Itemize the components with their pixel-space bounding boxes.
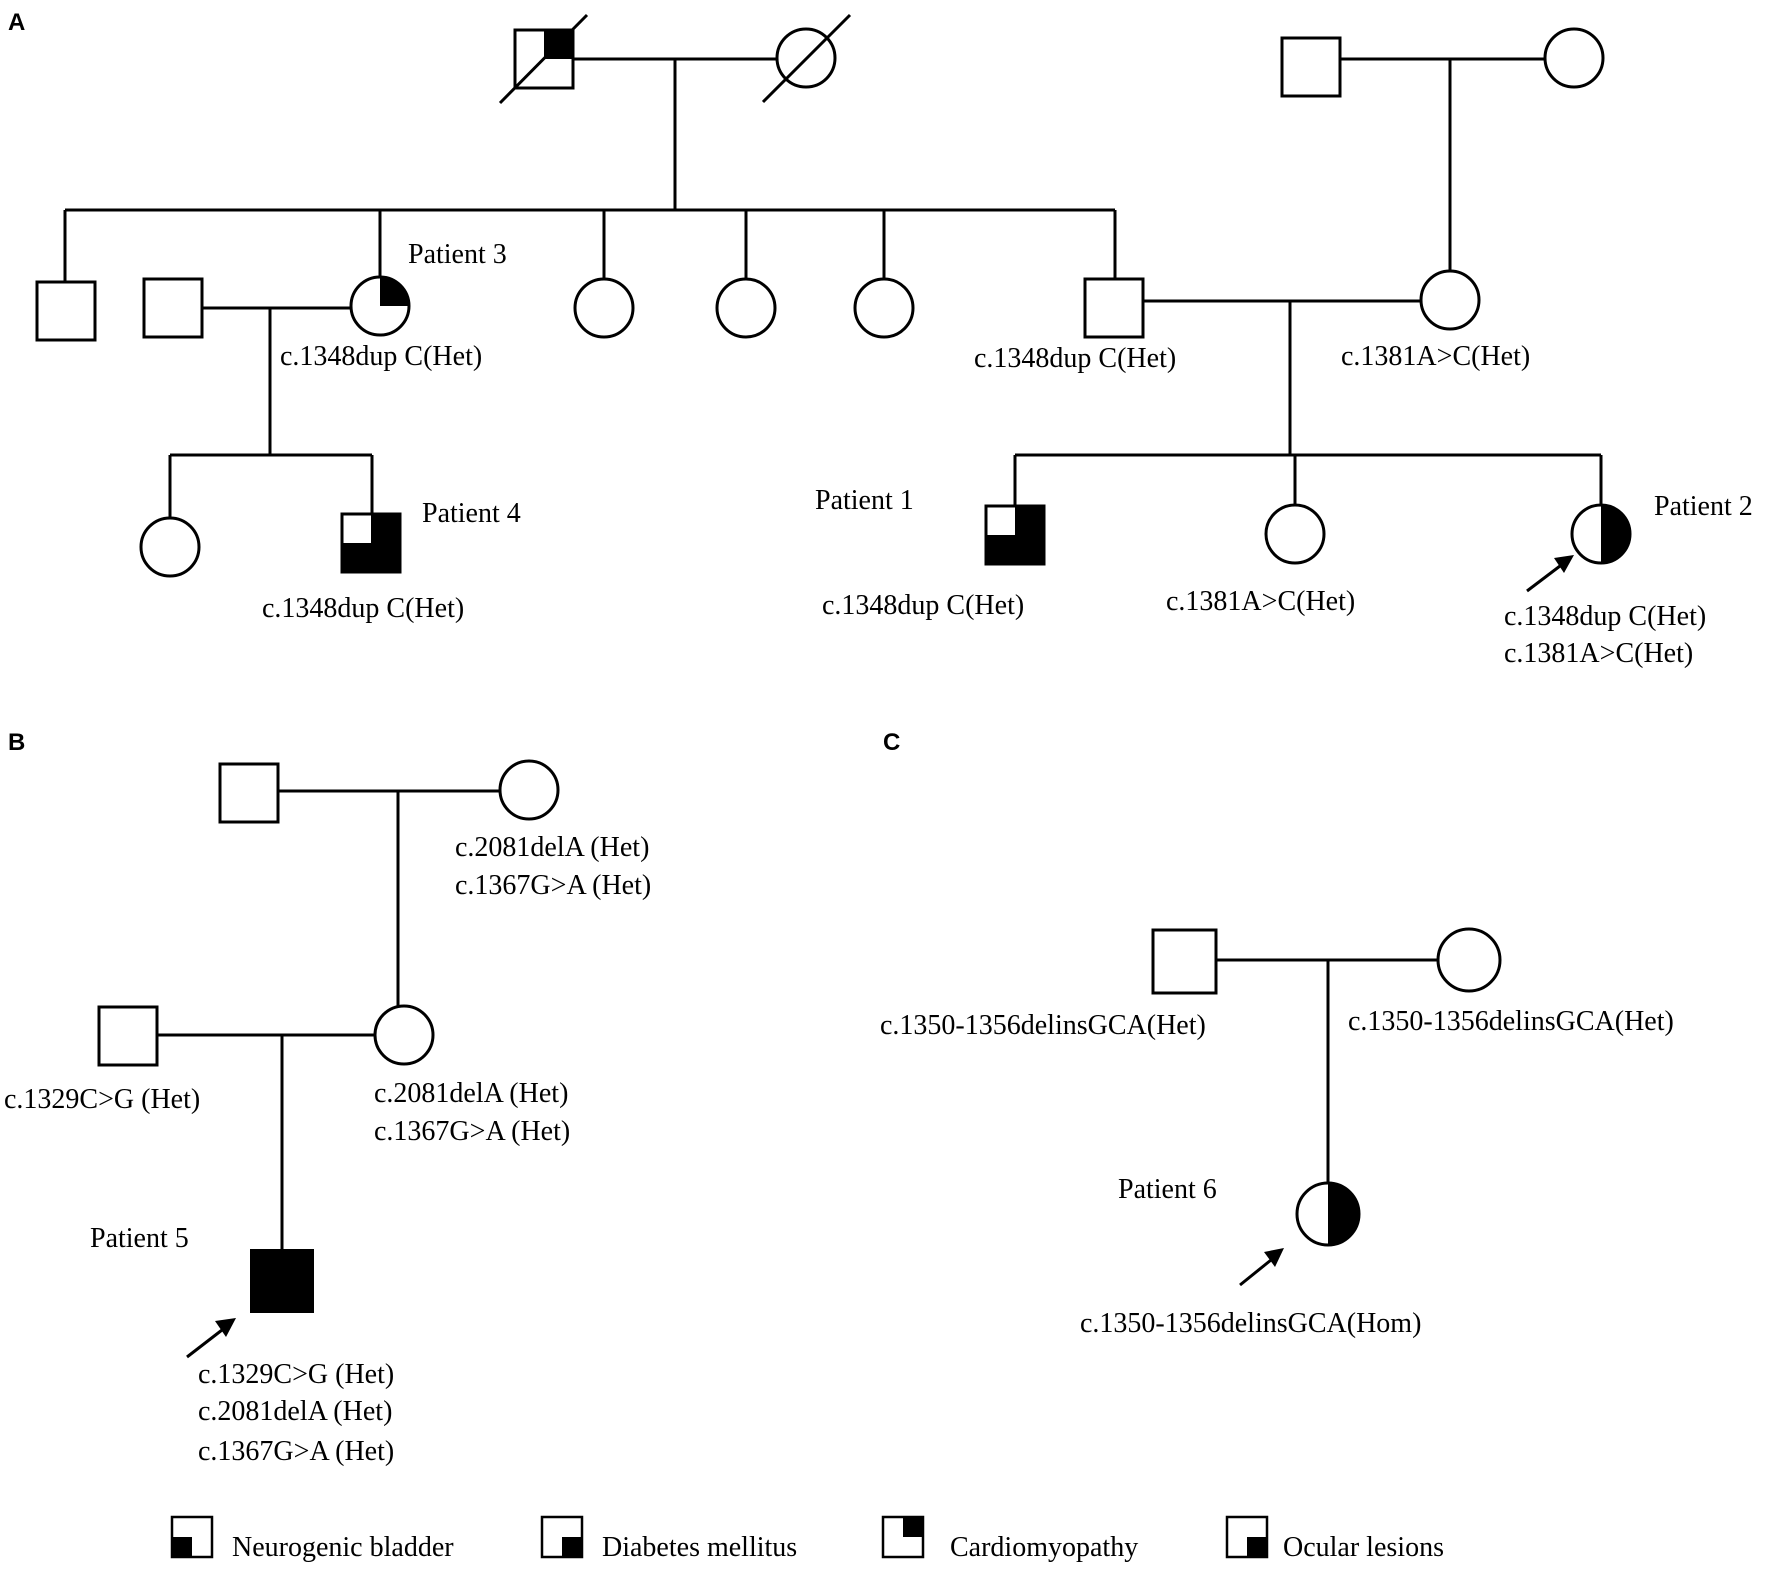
- a-patient2-symbol: [1570, 503, 1632, 565]
- b-grandmother: [498, 759, 560, 821]
- b-patient5-symbol: [250, 1249, 314, 1313]
- b-grandfather: [218, 762, 280, 824]
- a-patient4-label: Patient 4: [422, 498, 521, 529]
- a-patient2-variant-1: c.1348dup C(Het): [1504, 601, 1706, 632]
- legend-neurogenic-bladder: Neurogenic bladder: [170, 1515, 454, 1563]
- b-grandmother-variant-2: c.1367G>A (Het): [455, 870, 651, 901]
- c-father: [1151, 928, 1218, 995]
- b-mother: [373, 1004, 435, 1066]
- a-patient1-variant: c.1348dup C(Het): [822, 590, 1024, 621]
- c-patient6-label: Patient 6: [1118, 1174, 1217, 1205]
- panel-c-label: C: [883, 729, 900, 756]
- panel-b-label: B: [8, 729, 25, 756]
- legend-neurogenic-bladder-label: Neurogenic bladder: [232, 1532, 454, 1563]
- legend-cardiomyopathy: Cardiomyopathy: [881, 1515, 1138, 1563]
- b-patient5-label: Patient 5: [90, 1223, 189, 1254]
- a-patient3-label: Patient 3: [408, 239, 507, 270]
- legend-diabetes-mellitus: Diabetes mellitus: [540, 1515, 797, 1563]
- c-father-variant: c.1350-1356delinsGCA(Het): [880, 1010, 1206, 1041]
- legend-diabetes-mellitus-label: Diabetes mellitus: [602, 1532, 797, 1563]
- b-father: [97, 1005, 159, 1067]
- b-patient5-variant-2: c.2081delA (Het): [198, 1396, 392, 1427]
- c-mother: [1436, 927, 1502, 993]
- a-patient4-symbol: [340, 512, 402, 574]
- a-patient2-label: Patient 2: [1654, 491, 1753, 522]
- a-gen3-sister: [1264, 503, 1326, 565]
- b-patient5-variant-1: c.1329C>G (Het): [198, 1359, 394, 1390]
- b-proband-arrow: [186, 1318, 236, 1359]
- a-gen2-daughter-3: [573, 277, 635, 339]
- a-father-variant: c.1348dup C(Het): [974, 343, 1176, 374]
- a-patient3-variant: c.1348dup C(Het): [280, 341, 482, 372]
- a-gen2-daughter-4: [715, 277, 777, 339]
- legend: Neurogenic bladder Diabetes mellitus Car…: [170, 1515, 1444, 1563]
- panel-a: A: [8, 9, 1753, 669]
- legend-ocular-lesions: Ocular lesions: [1225, 1515, 1444, 1563]
- b-father-variant: c.1329C>G (Het): [4, 1084, 200, 1115]
- a-proband-arrow: [1526, 555, 1574, 593]
- a-mother-variant: c.1381A>C(Het): [1341, 341, 1530, 372]
- legend-cardiomyopathy-label: Cardiomyopathy: [950, 1532, 1138, 1563]
- b-grandmother-variant-1: c.2081delA (Het): [455, 832, 649, 863]
- a-patient1-label: Patient 1: [815, 485, 914, 516]
- b-mother-variant-1: c.2081delA (Het): [374, 1078, 568, 1109]
- panel-b: B c.2081delA (Het) c.1367G>A (Het) c.132…: [4, 729, 651, 1467]
- a-gen1-grandfather: [498, 13, 589, 105]
- a-patient4-variant: c.1348dup C(Het): [262, 593, 464, 624]
- a-patient3-symbol: [349, 275, 411, 337]
- a-gen2-father: [1083, 277, 1145, 339]
- a-patient1-symbol: [984, 504, 1046, 566]
- a-gen2-spouse-husband: [142, 277, 204, 339]
- c-patient6-variant: c.1350-1356delinsGCA(Hom): [1080, 1308, 1421, 1339]
- c-patient6-symbol: [1295, 1181, 1361, 1247]
- panel-c: C c.1350-1356delinsGCA(Het) c.1350-1356d…: [880, 729, 1674, 1339]
- a-gen2-daughter-5: [853, 277, 915, 339]
- c-mother-variant: c.1350-1356delinsGCA(Het): [1348, 1006, 1674, 1037]
- a-gen2-mother: [1419, 269, 1481, 331]
- a-gen3-daughter: [139, 516, 201, 578]
- a-gen2-son-1: [35, 280, 97, 342]
- c-proband-arrow: [1239, 1248, 1284, 1287]
- a-sister-variant: c.1381A>C(Het): [1166, 586, 1355, 617]
- panel-a-label: A: [8, 9, 25, 36]
- legend-ocular-lesions-label: Ocular lesions: [1283, 1532, 1444, 1563]
- a-gen1-right-grandmother: [1543, 27, 1605, 89]
- a-gen1-right-grandfather: [1280, 36, 1342, 98]
- a-patient2-variant-2: c.1381A>C(Het): [1504, 638, 1693, 669]
- b-patient5-variant-3: c.1367G>A (Het): [198, 1436, 394, 1467]
- b-mother-variant-2: c.1367G>A (Het): [374, 1116, 570, 1147]
